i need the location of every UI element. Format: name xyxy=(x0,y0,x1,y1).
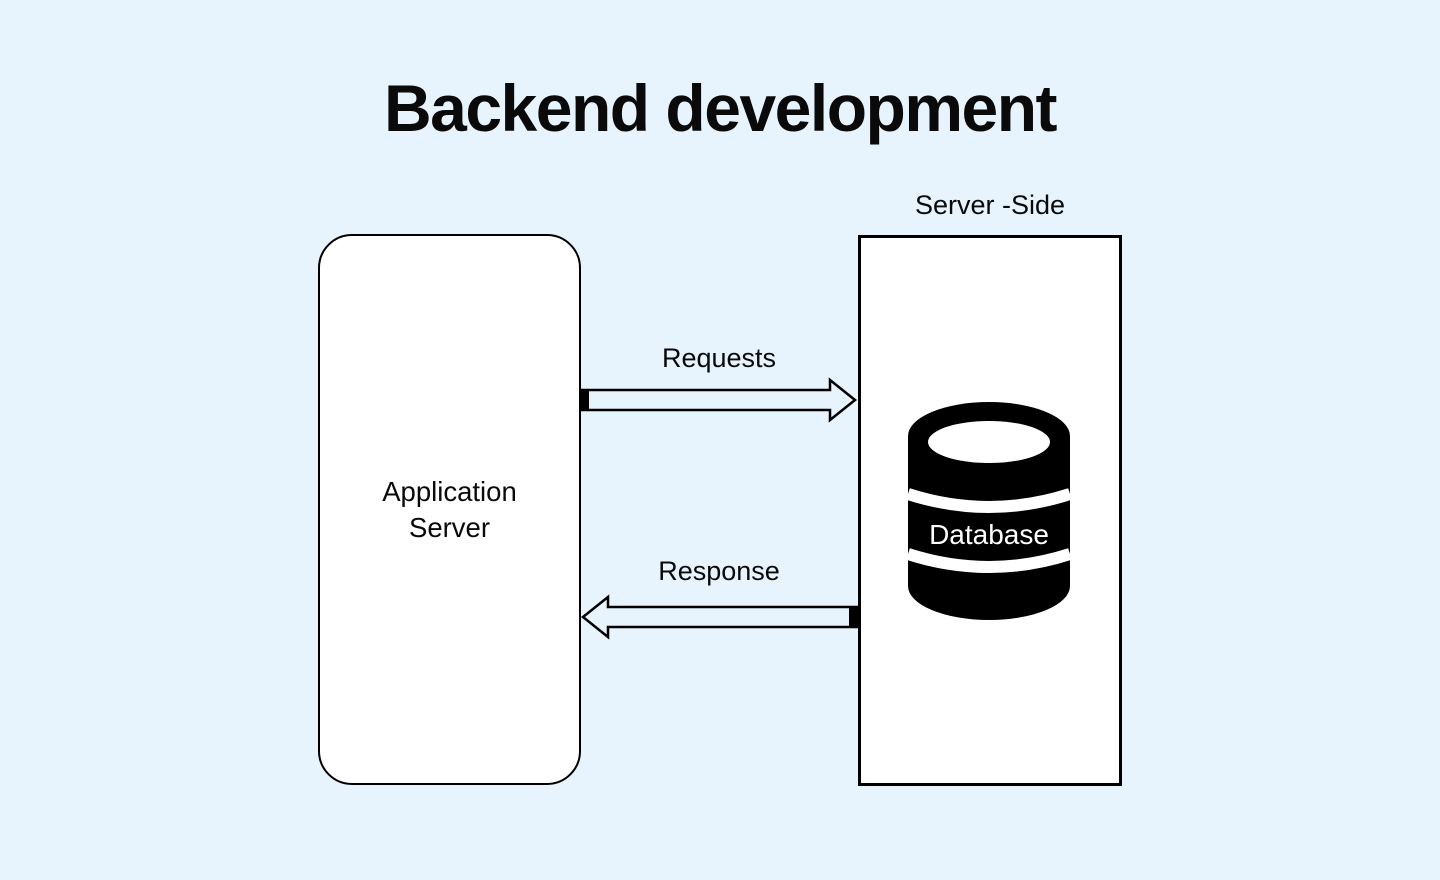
response-label: Response xyxy=(658,556,780,586)
response-arrow-tail xyxy=(849,607,858,627)
response-arrow-shape xyxy=(580,594,859,640)
application-server-label: Application Server xyxy=(382,474,517,546)
database-icon: Database xyxy=(906,402,1072,620)
requests-arrow-shape xyxy=(579,377,858,423)
database-label: Database xyxy=(929,519,1049,550)
database-separator-1 xyxy=(906,488,1072,513)
application-server-box: Application Server xyxy=(318,234,581,785)
requests-arrow-tail xyxy=(580,390,589,410)
database-separator-2 xyxy=(906,548,1072,573)
application-server-label-line1: Application xyxy=(382,475,517,507)
requests-label: Requests xyxy=(661,343,777,373)
database-top-ellipse xyxy=(928,421,1050,463)
application-server-label-line2: Server xyxy=(408,511,490,543)
response-arrow xyxy=(580,594,859,640)
page-title: Backend development xyxy=(383,71,1058,145)
server-side-label: Server -Side xyxy=(914,190,1066,220)
requests-arrow xyxy=(579,377,858,423)
